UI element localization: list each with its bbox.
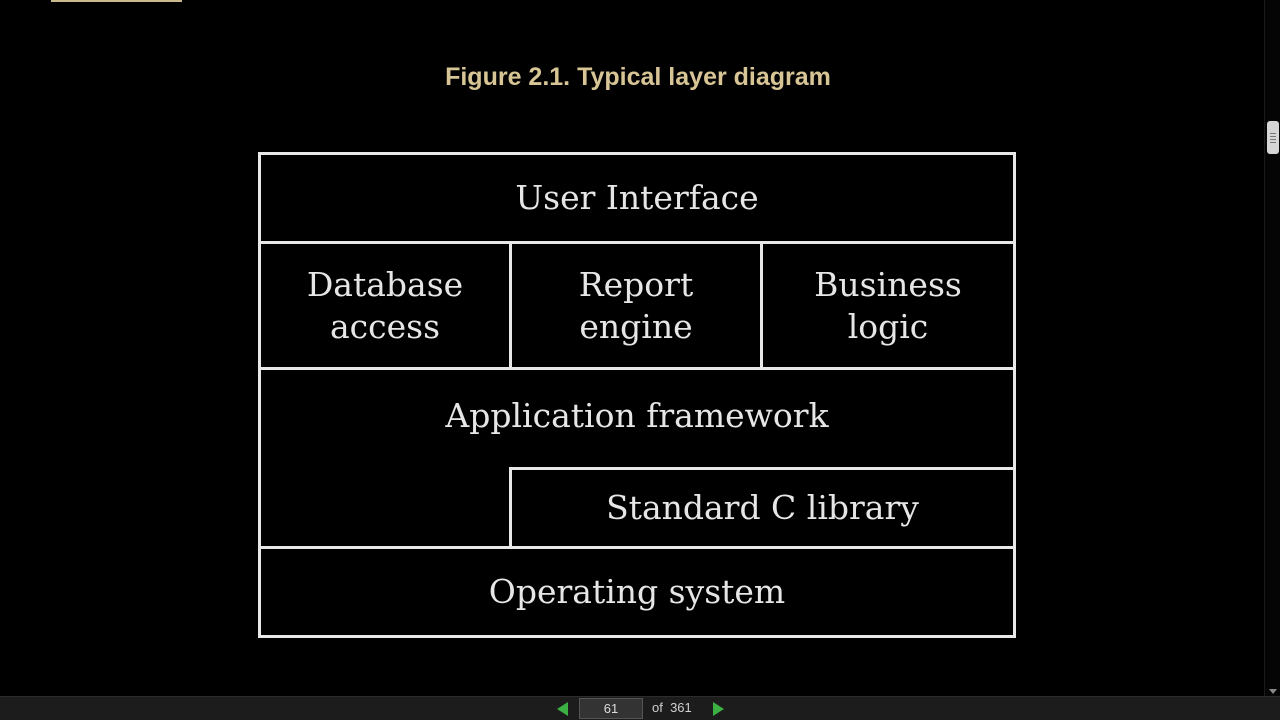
page-navigation-bar: of 361 <box>0 696 1280 720</box>
layer-label: Business logic <box>814 264 962 346</box>
layer-standard-c-library: Standard C library <box>509 467 1016 549</box>
layer-label: Application framework <box>445 396 829 435</box>
document-viewport[interactable]: Figure 2.1. Typical layer diagram User I… <box>0 0 1264 696</box>
layer-label: Operating system <box>488 572 786 611</box>
total-pages: 361 <box>670 700 692 715</box>
layer-user-interface: User Interface <box>258 152 1016 244</box>
page-count-label: of 361 <box>652 700 692 715</box>
scrollbar-thumb[interactable] <box>1267 121 1279 154</box>
left-arrow-icon[interactable] <box>557 702 568 716</box>
vertical-scrollbar[interactable] <box>1264 0 1280 696</box>
layer-label: Report engine <box>578 264 694 346</box>
layer-label: Database access <box>306 264 464 346</box>
layer-business-logic: Business logic <box>760 241 1016 370</box>
layer-database-access: Database access <box>258 241 512 370</box>
scroll-down-arrow-icon[interactable] <box>1269 689 1277 694</box>
layer-operating-system: Operating system <box>258 546 1016 638</box>
layer-report-engine: Report engine <box>509 241 763 370</box>
right-arrow-icon[interactable] <box>713 702 724 716</box>
figure-title: Figure 2.1. Typical layer diagram <box>445 63 831 91</box>
layer-label: Standard C library <box>606 488 919 527</box>
page-number-input[interactable] <box>579 698 643 719</box>
of-text: of <box>652 700 663 715</box>
previous-section-underline <box>51 0 182 2</box>
layer-label: User Interface <box>515 178 759 217</box>
layer-diagram: User Interface Database access Report en… <box>258 152 1016 638</box>
